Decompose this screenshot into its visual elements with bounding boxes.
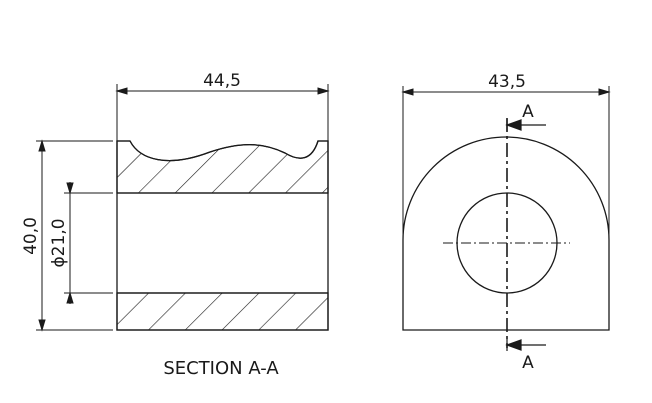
front-width-dimension: [401, 86, 611, 238]
front-outline: [402, 136, 610, 331]
section-outline: [116, 140, 329, 331]
bore-diameter-dimension: [64, 182, 113, 304]
front-width-label: 43,5: [488, 72, 526, 92]
section-height-label: 40,0: [21, 217, 41, 255]
cut-label-bottom: A: [522, 353, 534, 373]
section-width-label: 44,5: [203, 71, 241, 91]
section-lower-hatch: [116, 292, 329, 331]
cut-label-top: A: [522, 102, 534, 122]
section-height-dimension: [36, 139, 113, 332]
section-caption: SECTION A-A: [163, 358, 279, 379]
bore-diameter-label: ϕ21,0: [49, 218, 69, 267]
cut-arrow-bottom: [505, 339, 546, 351]
section-view: [116, 140, 329, 331]
section-width-dimension: [115, 84, 330, 141]
front-view: [402, 136, 610, 331]
cut-arrow-top: [505, 119, 546, 131]
center-lines: [443, 118, 570, 348]
